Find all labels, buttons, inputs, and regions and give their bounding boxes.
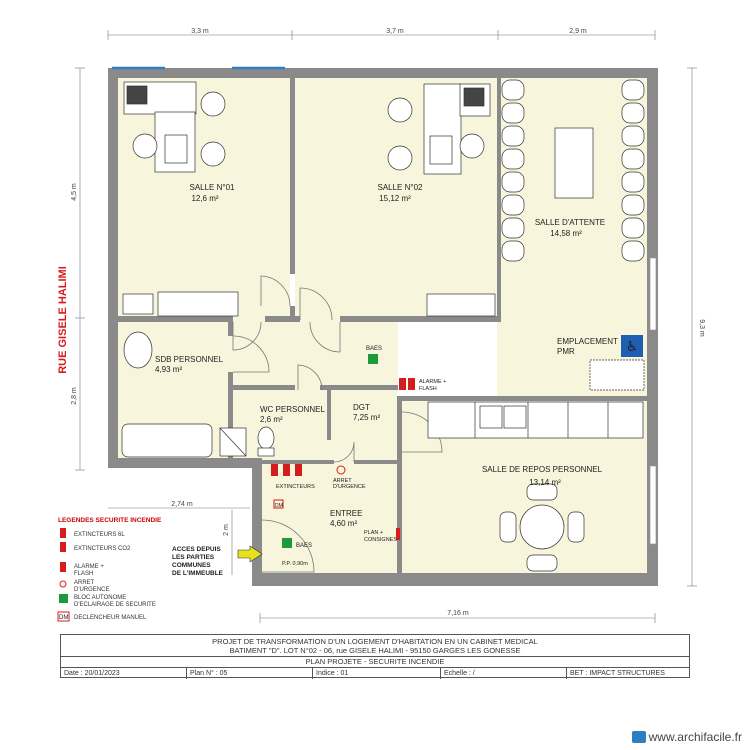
title-echelle: Echelle : /: [441, 668, 567, 679]
title-indice: Indice : 01: [313, 668, 441, 679]
legend-item-6: BLOC AUTONOME: [74, 595, 126, 601]
furniture: [121, 79, 645, 572]
dim-side: 2 m: [223, 524, 230, 536]
plan-label-1: PLAN +: [364, 530, 383, 536]
emergency-stop-icon: [336, 465, 346, 475]
alarm-label-2: FLASH: [419, 386, 437, 392]
title-plan: Plan N° : 05: [187, 668, 313, 679]
extinguisher-label: EXTINCTEURS: [276, 484, 315, 490]
pmr-icon: [621, 335, 643, 357]
legend-dm-label: DM: [59, 615, 68, 621]
room-entree-area: 4,60 m²: [330, 519, 357, 528]
access-arrow-icon: [237, 545, 263, 563]
title-date: Date : 20/01/2023: [61, 668, 187, 679]
room-salle2-area: 15,12 m²: [379, 194, 411, 203]
legend-item-0: EXTINCTEURS 6L: [74, 532, 125, 538]
legend-dm-icon: [57, 611, 70, 622]
plan-icon: [396, 528, 400, 540]
legend-item-5: D'URGENCE: [74, 587, 109, 593]
title-block: PROJET DE TRANSFORMATION D'UN LOGEMENT D…: [60, 634, 690, 679]
dim-right: 9,3 m: [698, 319, 705, 337]
dim-top-2: 3,7 m: [386, 28, 404, 35]
title-bet: BET : IMPACT STRUCTURES: [570, 670, 665, 677]
emergency-stop-label-2: D'URGENCE: [333, 484, 366, 490]
alarm-icon-2: [408, 378, 415, 390]
legend-title: LEGENDES SECURITE INCENDIE: [58, 517, 162, 524]
room-wc-name: WC PERSONNEL: [260, 405, 325, 414]
title-line-3: PLAN PROJETE - SECURITE INCENDIE: [61, 656, 689, 666]
room-dgt-name: DGT: [353, 403, 370, 412]
room-repos-area: 13,14 m²: [529, 478, 561, 487]
dim-top-3: 2,9 m: [569, 28, 587, 35]
alarm-icon: [399, 378, 406, 390]
legend: LEGENDES SECURITE INCENDIE EXTINCTEURS 6…: [57, 517, 162, 622]
legend-extinguisher-co2-icon: [60, 542, 66, 552]
door-width-label: P.P. 0.90m: [282, 561, 308, 567]
dm-icon: [273, 499, 284, 509]
title-line-1: PROJET DE TRANSFORMATION D'UN LOGEMENT D…: [212, 637, 538, 646]
watermark-text: www.archifacile.fr: [648, 730, 742, 744]
safety-symbols: DM: [237, 354, 415, 563]
room-wc-area: 2,6 m²: [260, 415, 283, 424]
room-salle2-name: SALLE N°02: [377, 183, 423, 192]
baes-label: BAES: [366, 346, 382, 352]
room-salle1-area: 12,6 m²: [191, 194, 218, 203]
baes-icon-entry: [282, 538, 292, 548]
legend-item-2: ALARME +: [74, 564, 104, 570]
room-pmr-line2: PMR: [557, 347, 575, 356]
legend-item-8: DECLENCHEUR MANUEL: [74, 615, 147, 621]
room-salle1-name: SALLE N°01: [189, 183, 235, 192]
room-repos-name: SALLE DE REPOS PERSONNEL: [482, 465, 603, 474]
title-cells: Date : 20/01/2023 Plan N° : 05 Indice : …: [61, 667, 689, 679]
room-sdb-name: SDB PERSONNEL: [155, 355, 224, 364]
room-sdb-area: 4,93 m²: [155, 365, 182, 374]
access-label-4: DE L'IMMEUBLE: [172, 570, 224, 577]
dim-left-2: 2,8 m: [71, 387, 78, 405]
house-logo-icon: [631, 731, 646, 743]
title-line-2: BATIMENT "D". LOT N°02 - 06, rue GISELE …: [229, 646, 521, 655]
room-attente-area: 14,58 m²: [550, 229, 582, 238]
street-label: RUE GISELE HALIMI: [57, 266, 69, 374]
watermark[interactable]: www.archifacile.fr: [631, 730, 742, 744]
baes-label-entry: BAES: [296, 543, 312, 549]
dim-top-1: 3,3 m: [191, 28, 209, 35]
baes-icon: [368, 354, 378, 364]
access-label-3: COMMUNES: [172, 562, 211, 569]
room-dgt-area: 7,25 m²: [353, 413, 380, 422]
emergency-stop-label-1: ARRET: [333, 478, 352, 484]
legend-baes-icon: [59, 594, 68, 603]
legend-extinguisher-6l-icon: [60, 528, 66, 538]
walls: [108, 68, 658, 586]
extinguisher-icon-2: [283, 464, 290, 476]
extinguisher-icon-3: [295, 464, 302, 476]
dim-left-1: 4,5 m: [71, 183, 78, 201]
dm-label: DM: [275, 503, 283, 509]
legend-emergency-stop-icon: [59, 580, 67, 588]
legend-alarm-icon: [60, 562, 66, 572]
legend-item-4: ARRET: [74, 580, 95, 586]
legend-item-1: EXTINCTEURS CO2: [74, 546, 131, 552]
room-entree-name: ENTREE: [330, 509, 362, 518]
room-attente-name: SALLE D'ATTENTE: [535, 218, 605, 227]
room-pmr-line1: EMPLACEMENT: [557, 337, 618, 346]
dim-mid: 2,74 m: [171, 501, 193, 508]
extinguisher-icon: [271, 464, 278, 476]
plan-label-2: CONSIGNES: [364, 537, 397, 543]
dimension-lines: [75, 30, 697, 623]
access-label-1: ACCES DEPUIS: [172, 546, 221, 553]
legend-item-7: D'ECLAIRAGE DE SECURITE: [74, 602, 156, 608]
pmr-glyph: ♿: [626, 338, 639, 354]
access-label-2: LES PARTIES: [172, 554, 215, 561]
dim-bottom: 7,16 m: [447, 610, 469, 617]
side-windows: [649, 257, 657, 545]
alarm-label-1: ALARME +: [419, 379, 446, 385]
legend-item-3: FLASH: [74, 571, 93, 577]
